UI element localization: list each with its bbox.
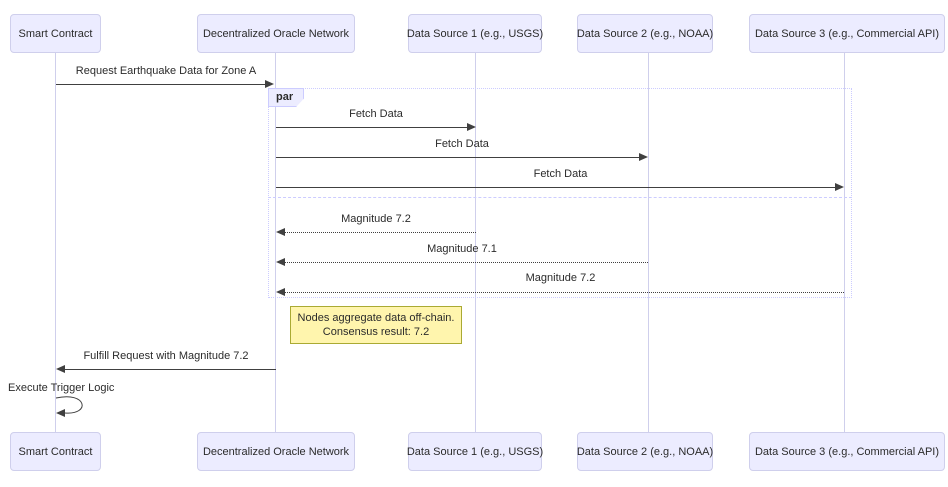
message-line-fetch-3 [276, 187, 835, 188]
message-line-return-2 [285, 262, 648, 263]
note-line-2: Consensus result: 7.2 [322, 326, 430, 338]
message-line-return-1 [285, 232, 476, 233]
lifeline-oracle-network [275, 53, 276, 432]
note-line-1: Nodes aggregate data off-chain. [297, 312, 455, 324]
arrowhead-left-icon [276, 288, 285, 296]
lifeline-data-source-2 [648, 53, 649, 432]
actor-bottom-data-source-1: Data Source 1 (e.g., USGS) [407, 432, 543, 471]
message-label-magnitude-3: Magnitude 7.2 [525, 272, 596, 284]
note-consensus: Nodes aggregate data off-chain. Consensu… [290, 306, 462, 344]
message-label-execute-trigger-logic: Execute Trigger Logic [8, 382, 115, 394]
arrowhead-right-icon [835, 183, 844, 191]
actor-top-data-source-3: Data Source 3 (e.g., Commercial API) [749, 14, 945, 53]
actor-top-data-source-2: Data Source 2 (e.g., NOAA) [577, 14, 713, 53]
actor-top-smart-contract: Smart Contract [10, 14, 101, 53]
arrowhead-left-icon [276, 258, 285, 266]
message-label-fetch-data-2: Fetch Data [435, 138, 489, 150]
par-block-label: par [268, 88, 304, 107]
arrowhead-right-icon [639, 153, 648, 161]
lifeline-smart-contract [55, 53, 56, 432]
arrowhead-right-icon [467, 123, 476, 131]
actor-bottom-data-source-2: Data Source 2 (e.g., NOAA) [577, 432, 713, 471]
message-line-fulfill [65, 369, 276, 370]
actor-bottom-oracle-network: Decentralized Oracle Network [197, 432, 355, 471]
message-label-magnitude-1: Magnitude 7.2 [341, 213, 411, 225]
message-line-request [56, 84, 265, 85]
actor-bottom-data-source-3: Data Source 3 (e.g., Commercial API) [749, 432, 945, 471]
message-label-fetch-data-1: Fetch Data [349, 108, 403, 120]
message-label-request-earthquake-data: Request Earthquake Data for Zone A [75, 65, 257, 77]
message-line-return-3 [285, 292, 844, 293]
actor-bottom-smart-contract: Smart Contract [10, 432, 101, 471]
arrowhead-left-icon [56, 365, 65, 373]
lifeline-data-source-1 [475, 53, 476, 432]
par-block-divider [268, 197, 852, 198]
lifeline-data-source-3 [844, 53, 845, 432]
arrowhead-left-icon [276, 228, 285, 236]
message-label-magnitude-2: Magnitude 7.1 [427, 243, 497, 255]
message-line-fetch-1 [276, 127, 467, 128]
par-block-frame [268, 88, 852, 298]
actor-top-oracle-network: Decentralized Oracle Network [197, 14, 355, 53]
message-line-fetch-2 [276, 157, 639, 158]
message-label-fetch-data-3: Fetch Data [533, 168, 588, 180]
arrowhead-right-icon [265, 80, 274, 88]
message-label-fulfill-request: Fulfill Request with Magnitude 7.2 [83, 350, 249, 362]
self-loop-arrow-icon [55, 396, 83, 417]
actor-top-data-source-1: Data Source 1 (e.g., USGS) [407, 14, 543, 53]
